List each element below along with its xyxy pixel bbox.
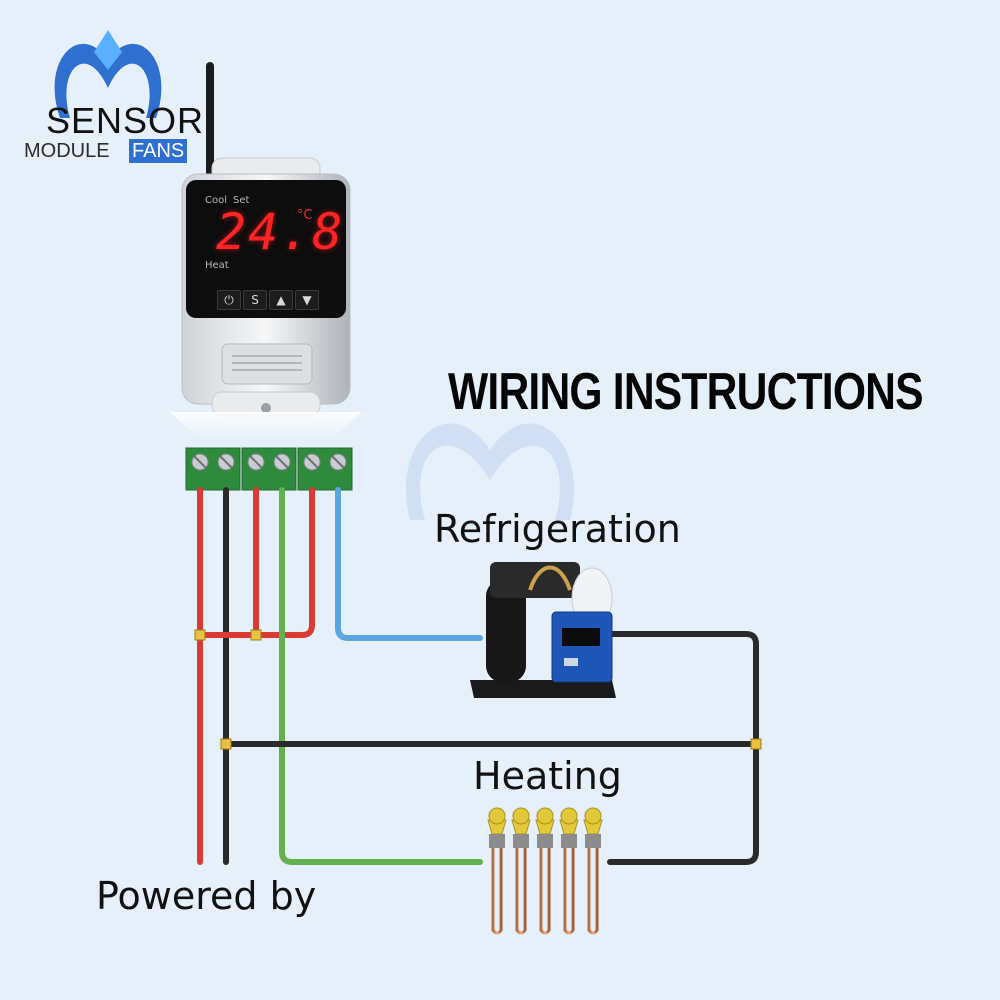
indicator-heat: Heat — [205, 260, 229, 271]
brand-logo-icon — [54, 30, 162, 118]
label-heating: Heating — [473, 754, 622, 798]
wire-signal-cool — [335, 487, 483, 641]
indicator-set: Set — [233, 195, 250, 206]
refrigeration-unit-icon — [470, 562, 616, 698]
watermark-logo-icon — [406, 423, 574, 520]
temperature-unit: °C — [297, 208, 313, 223]
antenna — [206, 62, 214, 192]
power-button: ⏻ — [217, 290, 241, 310]
set-button: S — [243, 290, 267, 310]
heating-elements-icon — [487, 807, 603, 935]
page-title: WIRING INSTRUCTIONS — [448, 363, 924, 421]
label-powered-by: Powered by — [96, 874, 317, 918]
brand-name-line1: SENSOR — [46, 100, 205, 141]
indicator-cool: Cool — [205, 195, 227, 206]
up-button: ▲ — [269, 290, 293, 310]
wire-neutral-cool — [607, 631, 759, 865]
down-button: ▼ — [295, 290, 319, 310]
temperature-display: 24.8 — [216, 203, 345, 261]
brand-name-line2: MODULE — [24, 140, 110, 162]
brand-name-highlight: FANS — [129, 139, 188, 163]
terminal-block — [185, 447, 353, 491]
wire-ground-heat — [279, 487, 483, 865]
wire-live-heat — [197, 487, 315, 638]
label-refrigeration: Refrigeration — [434, 507, 681, 551]
wire-splice-connector — [194, 629, 762, 750]
thermostat-device — [170, 157, 362, 440]
